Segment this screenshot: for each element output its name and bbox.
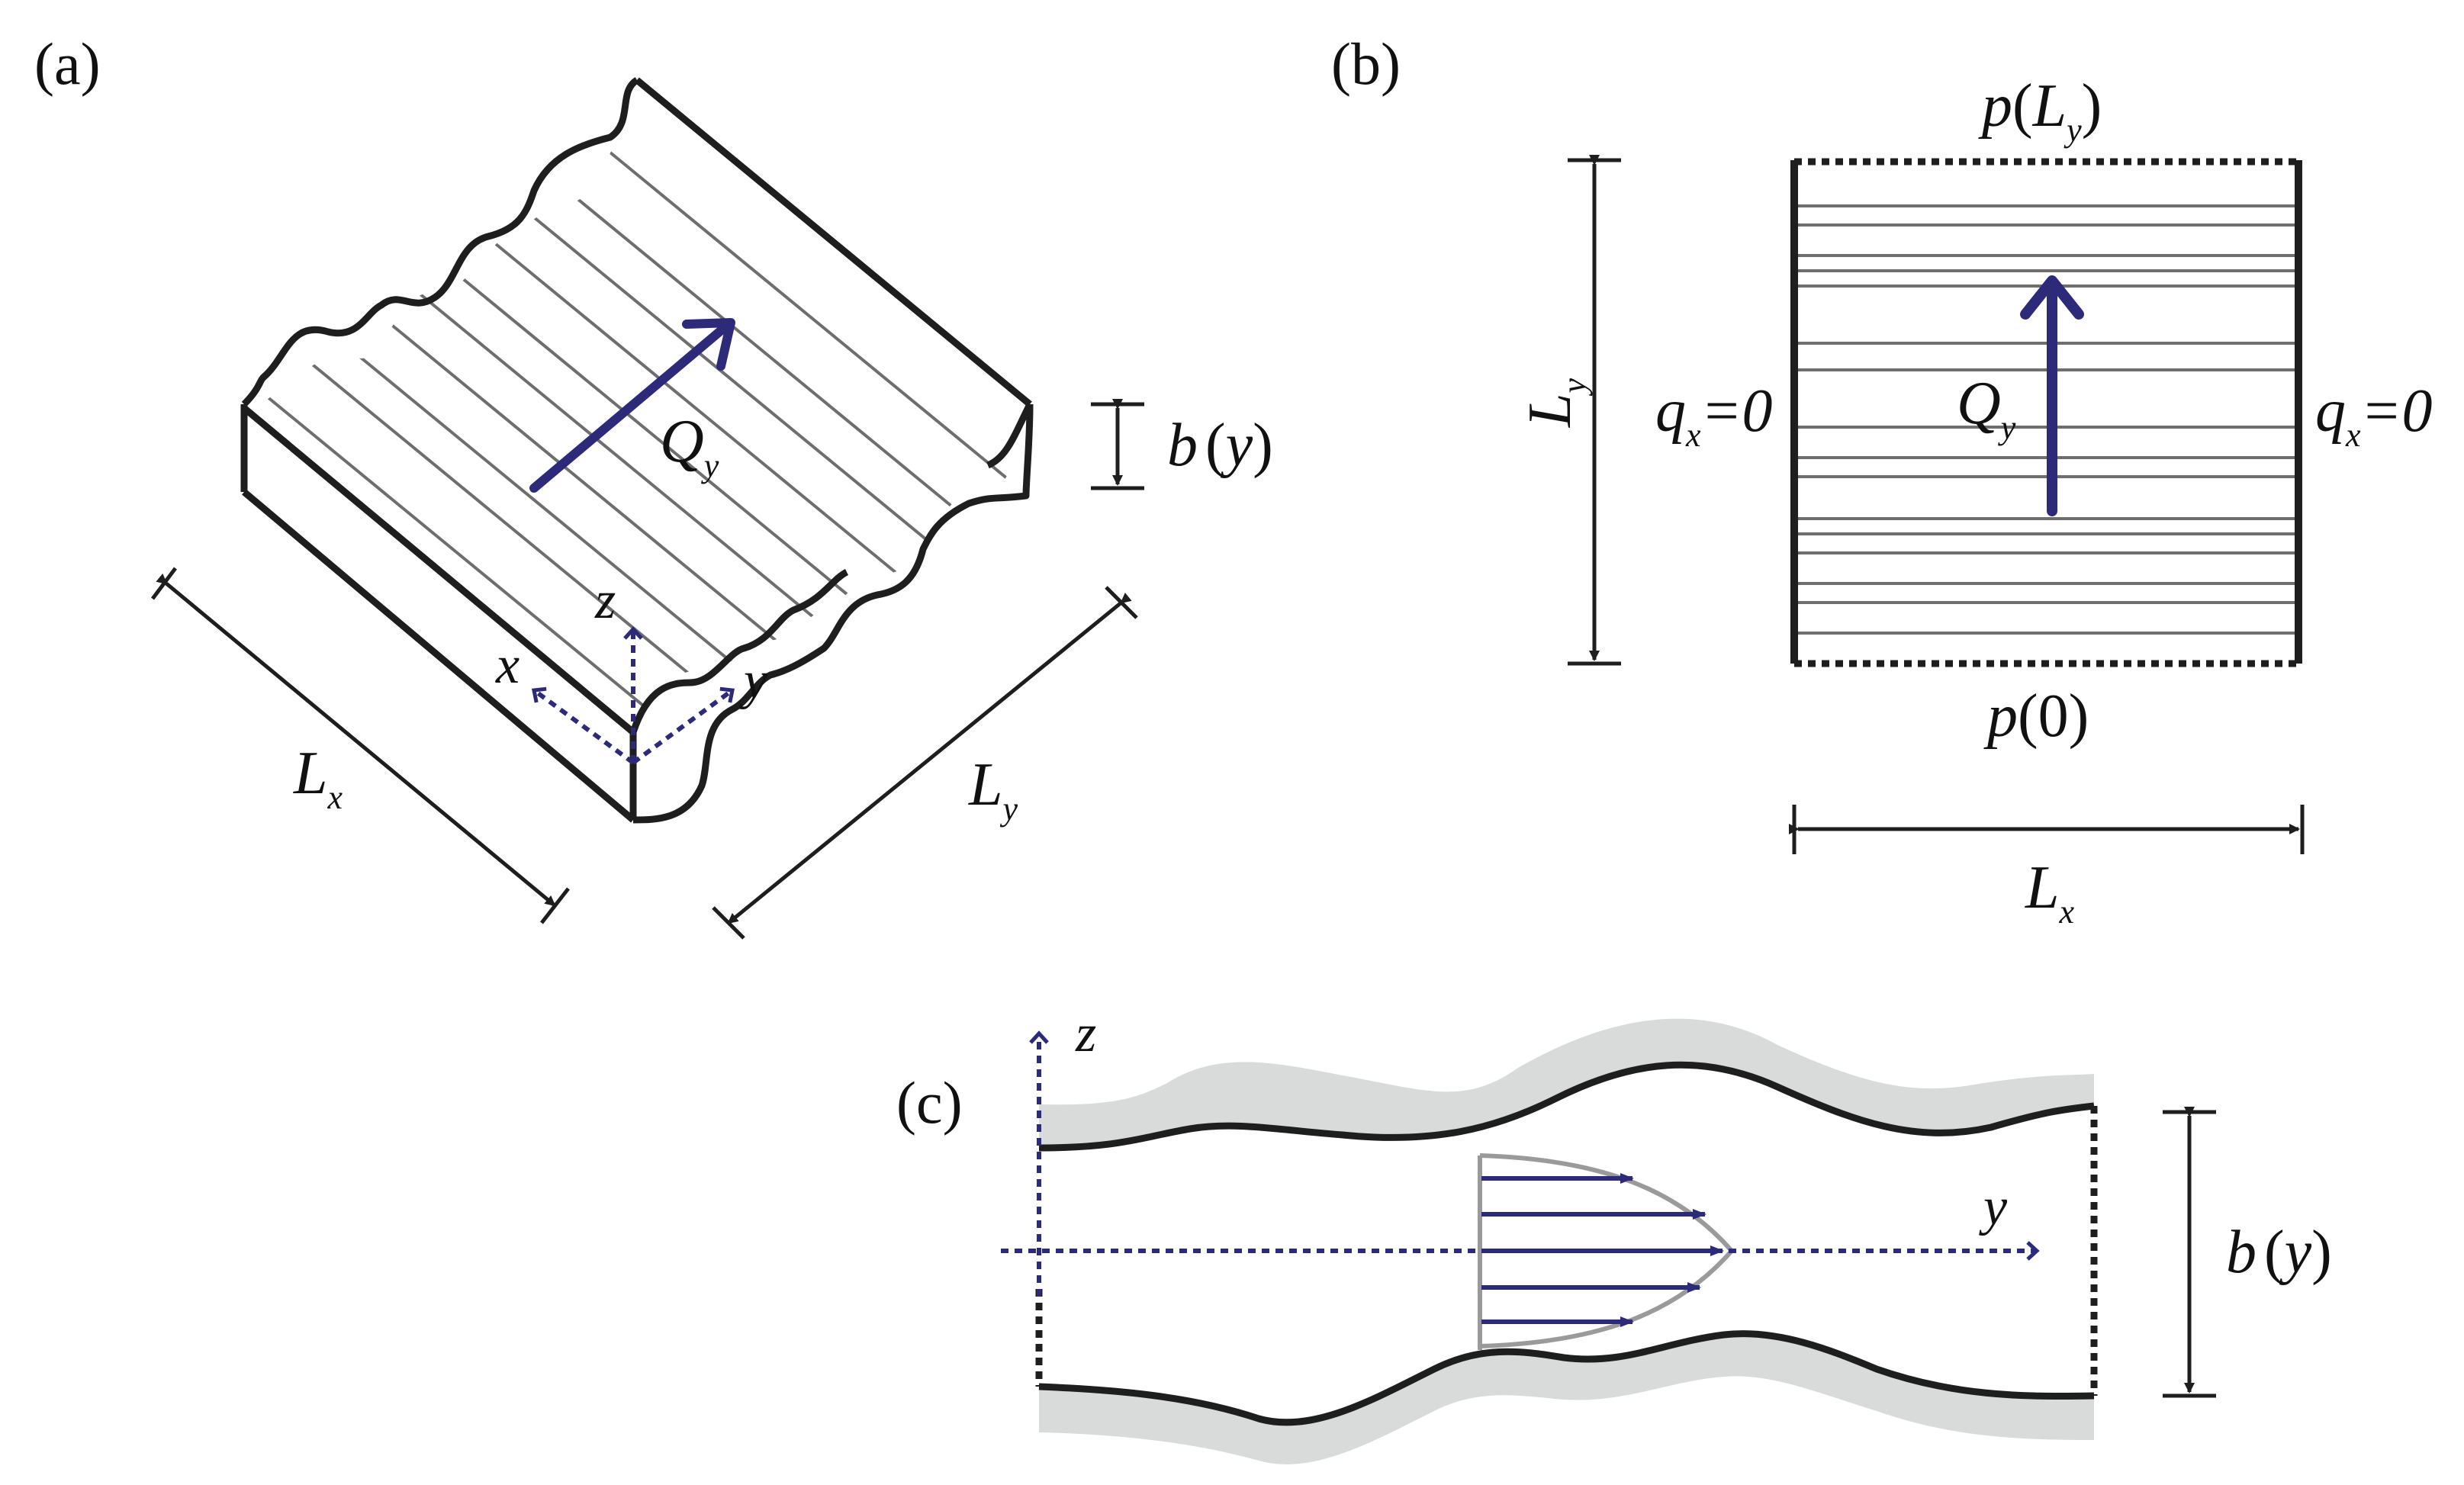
top-pressure-label: p(Ly) — [1978, 72, 2102, 149]
flow-arrowhead-a — [682, 318, 735, 371]
gap-dimension-a — [1091, 399, 1144, 490]
panel-c-label: (c) — [896, 1069, 963, 1136]
length-x-label-b: Lx — [2025, 854, 2075, 931]
length-y-dimension-b — [1568, 155, 1621, 666]
upper-wall-shade — [1039, 1018, 2094, 1148]
panel-a: (a) — [34, 31, 1273, 940]
panel-a-label: (a) — [34, 31, 101, 97]
flow-arrow-a — [529, 320, 733, 493]
panel-c: (c) z y b(y) — [896, 1004, 2332, 1464]
rough-channel-outline — [240, 77, 1034, 824]
right-flux-label: qx=0 — [2315, 378, 2433, 454]
striations-b — [1797, 204, 2296, 635]
upper-wall-c — [1038, 1061, 2095, 1152]
length-x-dimension-a — [151, 567, 570, 924]
length-x-dimension-b — [1789, 805, 2305, 854]
lower-wall-shade — [1039, 1333, 2094, 1464]
panel-b: (b) Qy p(L — [1331, 31, 2433, 931]
gap-dimension-c — [2163, 1107, 2216, 1398]
left-flux-label: qx=0 — [1655, 378, 1773, 454]
axis-y-label-a: y — [739, 651, 768, 710]
flow-label-a: Qy — [660, 408, 719, 484]
flow-arrowhead-b — [2020, 275, 2084, 320]
lower-wall-c — [1038, 1330, 2095, 1426]
axis-z-label-a: z — [594, 571, 616, 630]
flow-label-b: Qy — [1957, 370, 2016, 446]
axis-z-label-c: z — [1075, 1004, 1096, 1063]
length-x-label-a: Lx — [293, 740, 343, 816]
length-y-dimension-a — [712, 586, 1138, 940]
axes-a — [532, 626, 735, 765]
axis-y-label-c: y — [1979, 1178, 2008, 1236]
gap-label-a: b(y) — [1167, 412, 1273, 479]
gap-label-c: b(y) — [2226, 1219, 2332, 1286]
length-y-label-b: Ly — [1517, 378, 1593, 429]
length-y-label-a: Ly — [968, 751, 1018, 828]
velocity-vectors — [1481, 1173, 1724, 1327]
axis-x-label-a: x — [495, 636, 519, 695]
panel-b-label: (b) — [1331, 31, 1401, 97]
bottom-pressure-label: p(0) — [1983, 683, 2089, 750]
surface-striations — [265, 151, 1030, 736]
